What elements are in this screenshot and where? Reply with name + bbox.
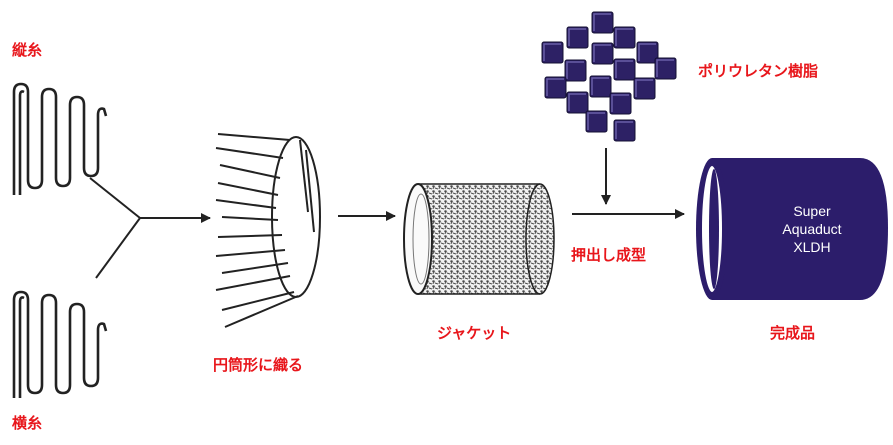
label-weave-cylinder: 円筒形に織る <box>213 356 304 374</box>
resin-cube-highlight <box>611 94 629 112</box>
resin-cube-highlight <box>566 61 584 79</box>
resin-cube <box>613 58 636 81</box>
resin-cube-highlight <box>635 79 653 97</box>
resin-cube <box>564 59 587 82</box>
resin-cubes <box>541 11 677 142</box>
product-name-line3: XLDH <box>793 239 830 255</box>
resin-cube-highlight <box>543 43 561 61</box>
resin-cube <box>541 41 564 64</box>
resin-cube-highlight <box>546 78 564 96</box>
weaving-funnel <box>215 133 321 328</box>
resin-cube <box>654 57 677 80</box>
label-warp-yarn: 縦糸 <box>12 41 43 59</box>
resin-cube <box>566 91 589 114</box>
yarn-merge-connector <box>89 177 141 279</box>
resin-cube-highlight <box>568 28 586 46</box>
resin-cube-highlight <box>615 121 633 139</box>
resin-cube <box>566 26 589 49</box>
resin-cube <box>613 26 636 49</box>
label-polyurethane-resin: ポリウレタン樹脂 <box>698 62 819 80</box>
warp-yarn <box>12 82 108 195</box>
resin-cube-highlight <box>615 28 633 46</box>
resin-cube <box>544 76 567 99</box>
resin-cube <box>585 110 608 133</box>
label-finished-product: 完成品 <box>770 324 816 342</box>
resin-cube-highlight <box>638 43 656 61</box>
resin-cube <box>613 119 636 142</box>
label-extrusion: 押出し成型 <box>571 246 647 264</box>
resin-cube-highlight <box>593 13 611 31</box>
label-jacket: ジャケット <box>437 324 512 342</box>
resin-cube <box>589 75 612 98</box>
product-name-line1: Super <box>793 203 831 219</box>
resin-cube <box>633 77 656 100</box>
resin-cube <box>636 41 659 64</box>
resin-cube-highlight <box>656 59 674 77</box>
resin-cube <box>609 92 632 115</box>
resin-cube-highlight <box>615 60 633 78</box>
finished-hose: Super Aquaduct XLDH <box>696 158 888 300</box>
product-name-line2: Aquaduct <box>782 221 841 237</box>
resin-cube <box>591 42 614 65</box>
resin-cube-highlight <box>587 112 605 130</box>
resin-cube <box>591 11 614 34</box>
woven-jacket <box>403 183 555 295</box>
resin-cube-highlight <box>593 44 611 62</box>
resin-cube-highlight <box>591 77 609 95</box>
label-weft-yarn: 横糸 <box>12 414 43 432</box>
weft-yarn <box>12 290 108 398</box>
resin-cube-highlight <box>568 93 586 111</box>
